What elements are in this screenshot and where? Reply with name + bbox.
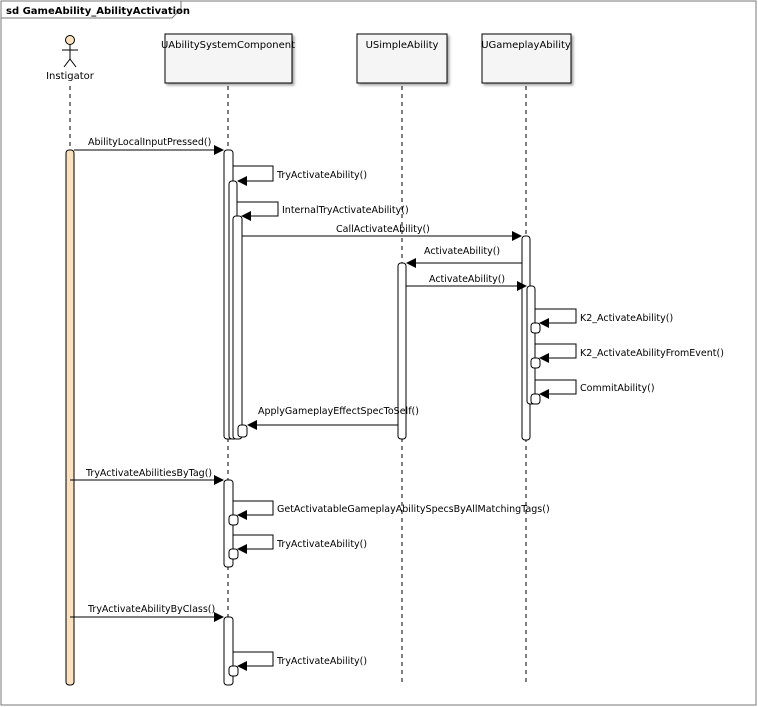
participant-ga[interactable]: UGameplayAbility bbox=[481, 33, 572, 84]
actor-head-icon bbox=[65, 35, 75, 45]
participant-simple[interactable]: USimpleAbility bbox=[356, 33, 448, 84]
participant-box bbox=[356, 33, 448, 84]
activation-asc-3 bbox=[232, 215, 243, 440]
frame-title: sd GameAbility_AbilityActivation bbox=[6, 6, 190, 17]
participant-asc[interactable]: UAbilitySystemComponent bbox=[161, 33, 295, 84]
message-get-activatable-specs[interactable]: GetActivatableGameplayAbilitySpecsByAllM… bbox=[233, 500, 550, 520]
activation-ga-3 bbox=[530, 322, 541, 334]
message-try-activate-abilities-by-tag[interactable]: TryActivateAbilitiesByTag() bbox=[70, 468, 224, 485]
message-label: TryActivateAbility() bbox=[276, 539, 367, 550]
actor-label: Instigator bbox=[46, 71, 95, 82]
participant-box bbox=[164, 33, 293, 84]
message-apply-gameplay-effect-spec-to-self[interactable]: ApplyGameplayEffectSpecToSelf() bbox=[247, 406, 419, 430]
activation-ga-4 bbox=[530, 357, 541, 369]
activation-asc-7 bbox=[228, 548, 239, 560]
participant-label: UGameplayAbility bbox=[481, 40, 571, 51]
message-try-activate-ability-by-class-self[interactable]: TryActivateAbility() bbox=[233, 651, 367, 671]
message-ability-local-input-pressed[interactable]: AbilityLocalInputPressed() bbox=[74, 137, 224, 155]
message-label: GetActivatableGameplayAbilitySpecsByAllM… bbox=[277, 504, 550, 515]
message-k2-activate-ability[interactable]: K2_ActivateAbility() bbox=[535, 308, 673, 328]
message-label: CommitAbility() bbox=[580, 383, 655, 394]
message-label: K2_ActivateAbilityFromEvent() bbox=[580, 348, 724, 359]
message-try-activate-ability-by-tag-loop[interactable]: TryActivateAbility() bbox=[233, 534, 367, 554]
message-internal-try-activate-ability[interactable]: InternalTryActivateAbility() bbox=[237, 201, 409, 221]
message-try-activate-ability-by-class[interactable]: TryActivateAbilityByClass() bbox=[70, 604, 224, 622]
message-label: ApplyGameplayEffectSpecToSelf() bbox=[258, 406, 419, 417]
message-activate-ability-to-simple[interactable]: ActivateAbility() bbox=[406, 246, 522, 268]
message-label: CallActivateAbility() bbox=[336, 224, 430, 235]
actor-instigator[interactable]: Instigator bbox=[46, 35, 95, 83]
message-label: TryActivateAbility() bbox=[276, 656, 367, 667]
message-label: K2_ActivateAbility() bbox=[580, 313, 673, 324]
activation-ga-5 bbox=[530, 393, 541, 405]
message-try-activate-ability[interactable]: TryActivateAbility() bbox=[233, 165, 367, 186]
activation-simple bbox=[397, 262, 407, 440]
activation-asc-6 bbox=[228, 514, 239, 526]
message-activate-ability-to-ga[interactable]: ActivateAbility() bbox=[406, 274, 527, 291]
message-label: ActivateAbility() bbox=[424, 246, 500, 257]
activation-instigator bbox=[65, 149, 75, 686]
message-label: TryActivateAbility() bbox=[276, 170, 367, 181]
message-label: ActivateAbility() bbox=[429, 274, 505, 285]
participant-label: UAbilitySystemComponent bbox=[161, 40, 295, 51]
message-commit-ability[interactable]: CommitAbility() bbox=[535, 379, 655, 399]
message-call-activate-ability[interactable]: CallActivateAbility() bbox=[242, 224, 522, 241]
participant-label: USimpleAbility bbox=[366, 40, 439, 51]
activation-ga-2 bbox=[526, 285, 536, 405]
message-label: TryActivateAbilitiesByTag() bbox=[85, 468, 212, 479]
message-k2-activate-ability-from-event[interactable]: K2_ActivateAbilityFromEvent() bbox=[535, 343, 724, 363]
message-label: AbilityLocalInputPressed() bbox=[88, 137, 211, 148]
activation-asc-4 bbox=[237, 424, 248, 438]
message-label: TryActivateAbilityByClass() bbox=[87, 604, 215, 615]
activation-asc-9 bbox=[228, 665, 239, 677]
message-label: InternalTryActivateAbility() bbox=[282, 205, 409, 216]
participant-box bbox=[481, 33, 572, 84]
frame-tab bbox=[0, 0, 182, 19]
